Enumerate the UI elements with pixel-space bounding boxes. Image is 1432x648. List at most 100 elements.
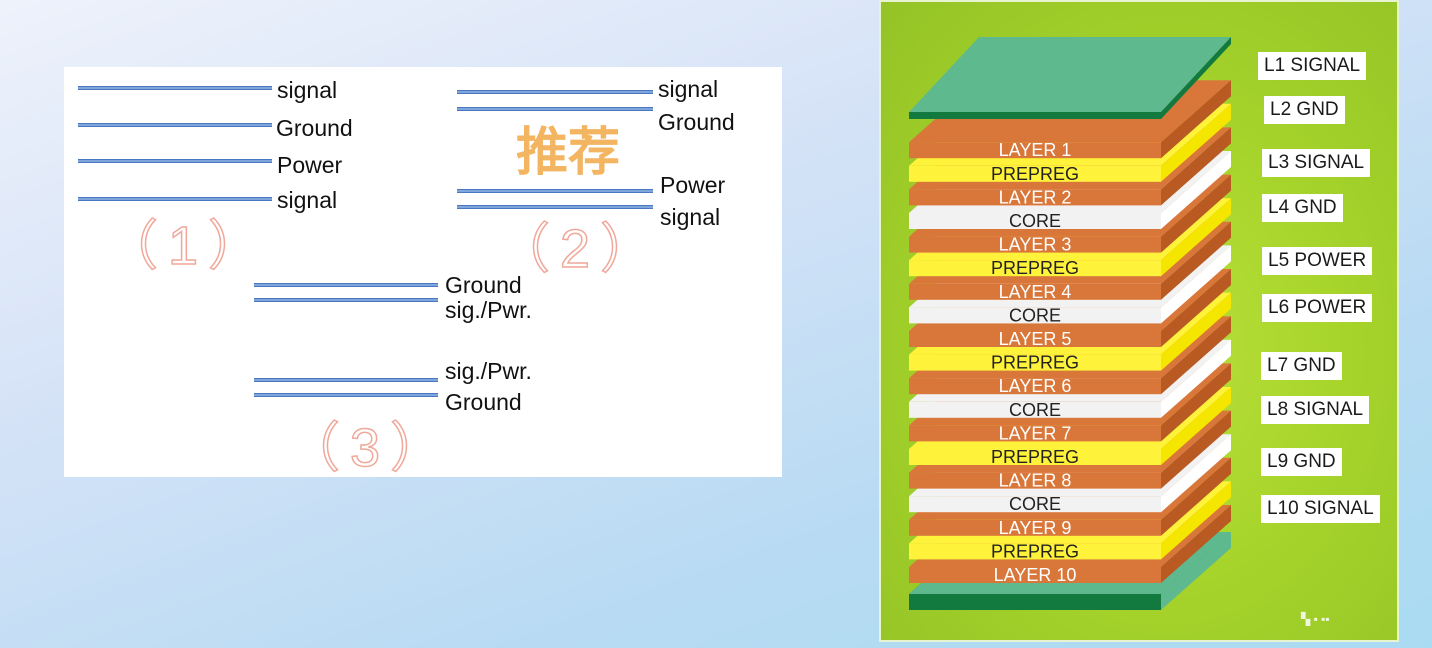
layer-line bbox=[457, 189, 653, 193]
layer-slab-front bbox=[909, 260, 1161, 277]
layer-slab-side bbox=[1161, 410, 1231, 489]
layer-slab-front bbox=[909, 449, 1161, 465]
layer-slab-side bbox=[1161, 387, 1231, 465]
layer-slab-side bbox=[1161, 339, 1231, 418]
layer-slab-front bbox=[909, 189, 1161, 206]
layer-slab-front bbox=[909, 543, 1161, 560]
layer-slab-side bbox=[1161, 363, 1231, 442]
layer-label: Power bbox=[660, 172, 726, 198]
layer-line bbox=[254, 298, 438, 302]
layer-slab-front bbox=[909, 236, 1161, 253]
layer-name: LAYER 7 bbox=[999, 423, 1072, 443]
layer-name: CORE bbox=[1009, 211, 1061, 231]
layer-slab-side bbox=[1161, 198, 1231, 277]
layer-name: LAYER 8 bbox=[999, 471, 1072, 491]
layer-tag: L5 POWER bbox=[1262, 247, 1373, 275]
layer-label: Ground bbox=[276, 115, 353, 141]
layer-name: LAYER 4 bbox=[999, 282, 1072, 302]
layer-slab-front bbox=[909, 331, 1161, 347]
bottom-mask-side bbox=[1161, 532, 1231, 610]
layer-slab-side bbox=[1161, 269, 1231, 347]
layer-name: PREPREG bbox=[991, 353, 1079, 373]
layer-slab-front bbox=[909, 283, 1161, 300]
layer-tag: L6 POWER bbox=[1262, 294, 1373, 322]
layer-slab-front bbox=[909, 472, 1161, 489]
ten-layer-stackup-illustration: LAYER 10 PREPREG LAYER 9 CORE LAYER 8 PREPREG… bbox=[879, 0, 1399, 642]
bottom-mask-edge bbox=[909, 594, 1161, 602]
layer-label: Ground bbox=[445, 272, 522, 298]
top-mask-side bbox=[1161, 37, 1231, 119]
layer-tag: L10 SIGNAL bbox=[1261, 495, 1380, 523]
layer-name: LAYER 1 bbox=[999, 140, 1072, 160]
layer-name: PREPREG bbox=[991, 447, 1079, 467]
stackup-drawing: LAYER 10 PREPREG LAYER 9 CORE LAYER 8 PREPREG… bbox=[909, 37, 1231, 610]
layer-name: LAYER 5 bbox=[999, 329, 1072, 349]
layer-slab-front bbox=[909, 165, 1161, 182]
layer-slab-side bbox=[1161, 316, 1231, 395]
layer-line bbox=[254, 283, 438, 287]
layer-name: LAYER 2 bbox=[999, 187, 1072, 207]
layer-slab-front bbox=[909, 378, 1161, 395]
layer-name: CORE bbox=[1009, 494, 1061, 514]
layer-name: LAYER 3 bbox=[999, 235, 1072, 255]
layer-label: signal bbox=[658, 76, 719, 102]
layer-slab-side bbox=[1161, 174, 1231, 253]
layer-slab-side bbox=[1161, 221, 1231, 300]
layer-tag: L7 GND bbox=[1261, 352, 1342, 380]
layer-slab-side bbox=[1161, 292, 1231, 371]
layer-slab-side bbox=[1161, 103, 1231, 182]
layer-label: sig./Pwr. bbox=[445, 358, 532, 384]
layer-name: LAYER 10 bbox=[994, 565, 1077, 585]
layer-slab-front bbox=[909, 496, 1161, 513]
layer-tag: L1 SIGNAL bbox=[1258, 52, 1367, 80]
layer-name: PREPREG bbox=[991, 541, 1079, 561]
option-caption: （1） bbox=[103, 216, 273, 276]
layer-slab-side bbox=[1161, 80, 1231, 159]
layer-slab-side bbox=[1161, 434, 1231, 513]
layer-tag: L9 GND bbox=[1261, 448, 1342, 476]
layer-line bbox=[254, 393, 438, 397]
layer-tag: L3 SIGNAL bbox=[1262, 149, 1371, 177]
layer-line bbox=[254, 378, 438, 382]
layer-label: Ground bbox=[658, 109, 735, 135]
layer-slab-front bbox=[909, 213, 1161, 229]
layer-label: signal bbox=[660, 204, 721, 230]
watermark-icon: ▚ ▪ ▪▪ bbox=[1301, 612, 1330, 626]
layer-slab-side bbox=[1161, 245, 1231, 324]
layer-line bbox=[78, 197, 272, 201]
layer-name: PREPREG bbox=[991, 258, 1079, 278]
layer-line bbox=[457, 90, 653, 94]
layer-line bbox=[457, 205, 653, 209]
layer-slab-side bbox=[1161, 127, 1231, 206]
layer-name: LAYER 9 bbox=[999, 518, 1072, 538]
layer-slab-front bbox=[909, 142, 1161, 159]
layer-slab-front bbox=[909, 567, 1161, 583]
layer-tag: L2 GND bbox=[1264, 96, 1345, 124]
layer-line bbox=[78, 159, 272, 163]
layer-line bbox=[457, 107, 653, 111]
layer-label: sig./Pwr. bbox=[445, 297, 532, 323]
layer-slab-front bbox=[909, 519, 1161, 536]
top-mask-edge bbox=[909, 112, 1161, 119]
layer-tag: L4 GND bbox=[1262, 194, 1343, 222]
stackup-options-panel: signal Ground Power signal （1） signal Gr… bbox=[64, 67, 782, 477]
option-caption: （2） bbox=[495, 219, 665, 279]
layer-name: CORE bbox=[1009, 400, 1061, 420]
layer-slab-side bbox=[1161, 505, 1231, 583]
layer-slab-side bbox=[1161, 457, 1231, 536]
layer-label: Ground bbox=[445, 389, 522, 415]
layer-name: CORE bbox=[1009, 305, 1061, 325]
layer-label: Power bbox=[277, 152, 343, 178]
layer-tag: L8 SIGNAL bbox=[1261, 396, 1370, 424]
layer-line bbox=[78, 123, 272, 127]
top-mask-face bbox=[909, 37, 1231, 112]
layer-label: signal bbox=[277, 77, 338, 103]
layer-slab-front bbox=[909, 307, 1161, 324]
layer-label: signal bbox=[277, 187, 338, 213]
recommended-mark: 推荐 bbox=[516, 123, 621, 183]
layer-slab-front bbox=[909, 354, 1161, 371]
layer-line bbox=[78, 86, 272, 90]
layer-slab-side bbox=[1161, 151, 1231, 229]
layer-name: LAYER 6 bbox=[999, 376, 1072, 396]
layer-slab-side bbox=[1161, 481, 1231, 560]
